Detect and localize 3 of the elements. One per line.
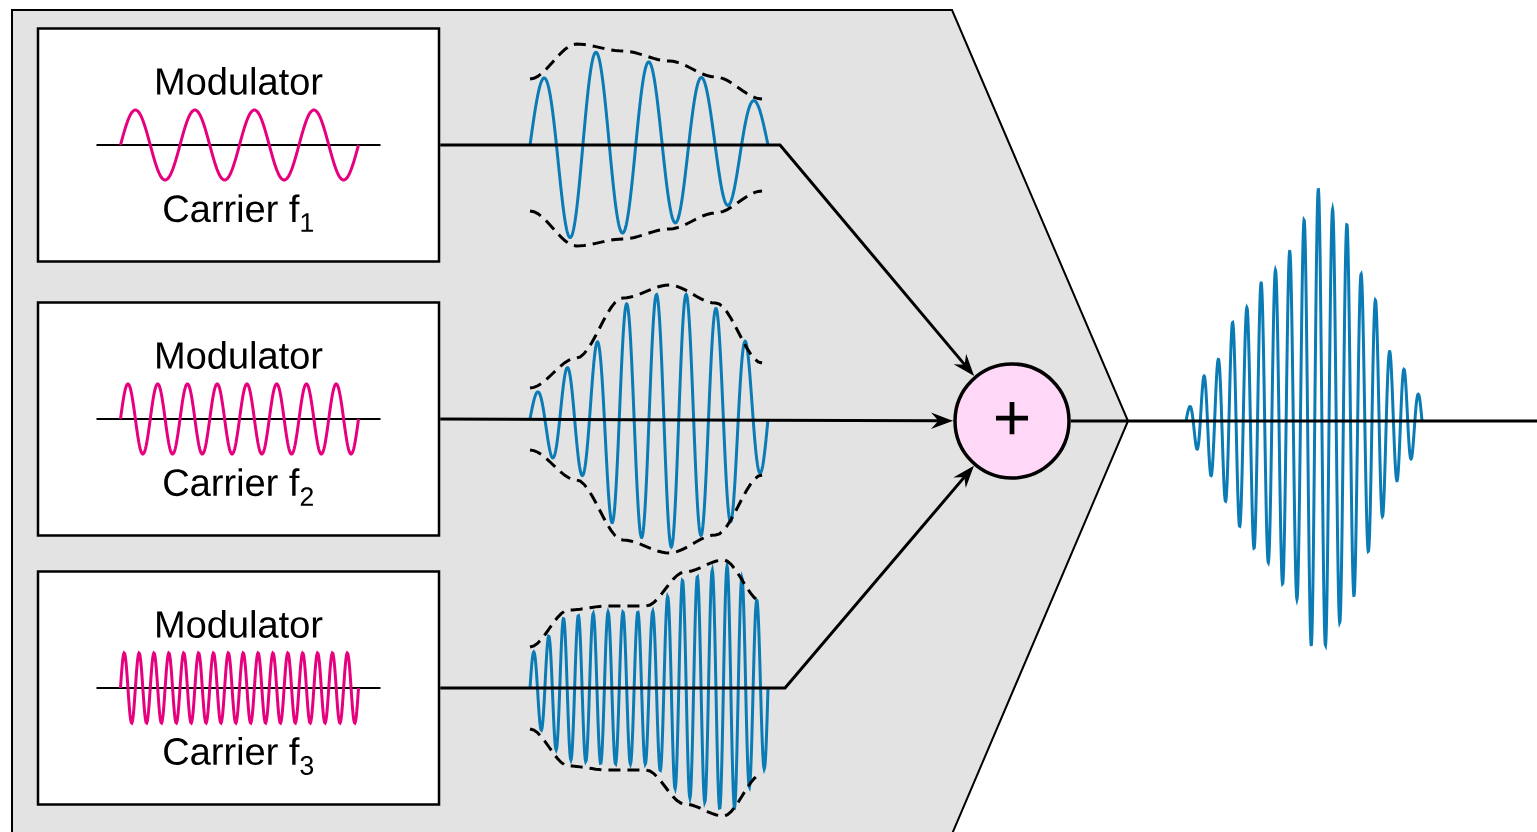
modulator-box: Modulator Carrier f$_{1}$ <box>36 27 441 263</box>
modulator-box: Modulator Carrier f$_{3}$ <box>36 570 441 806</box>
modulator-box: Modulator Carrier f$_{2}$ <box>36 301 441 537</box>
